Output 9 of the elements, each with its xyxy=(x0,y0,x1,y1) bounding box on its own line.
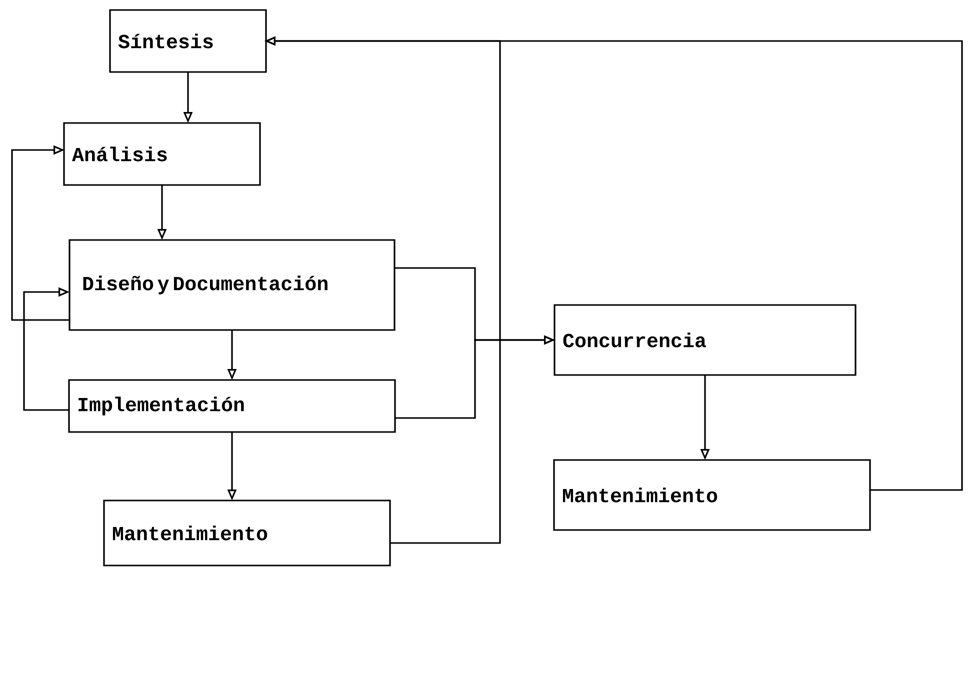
arrow xyxy=(23,287,70,411)
process-box: Concurrencia xyxy=(554,304,856,376)
process-box: Síntesis xyxy=(109,9,267,73)
process-box: Mantenimiento xyxy=(103,500,391,566)
process-box: Implementación xyxy=(68,379,396,433)
process-box: Mantenimiento xyxy=(553,459,871,531)
arrow xyxy=(11,145,70,321)
process-box: Análisis xyxy=(63,122,261,186)
process-box: Diseño y Documentación xyxy=(68,239,396,331)
